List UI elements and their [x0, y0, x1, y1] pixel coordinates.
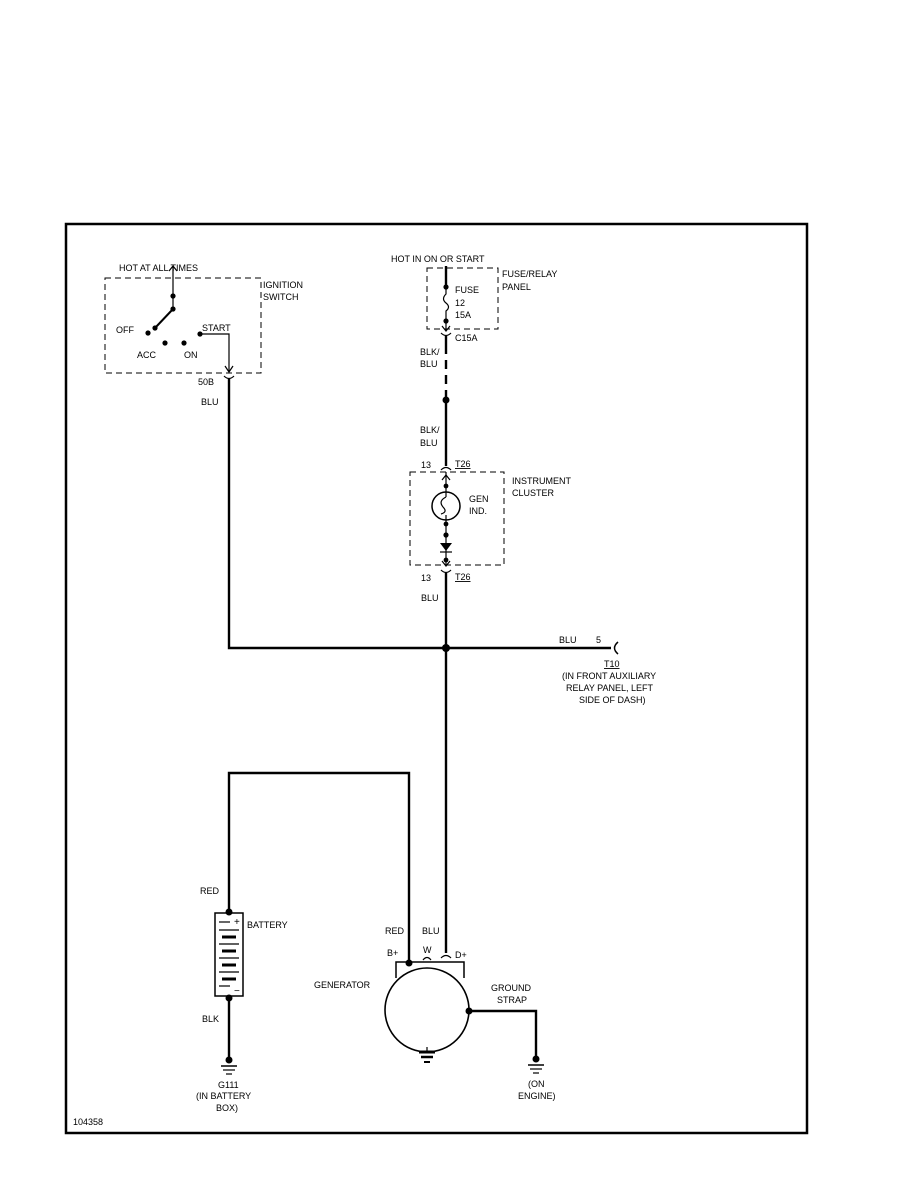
fuse-panel-name: FUSE/RELAY: [502, 269, 557, 279]
battery-ground-loc: (IN BATTERY: [196, 1091, 251, 1101]
ignition-terminal-50b: 50B: [198, 377, 214, 387]
generator-term-b: B+: [387, 948, 398, 958]
gen-indicator-label-2: IND.: [469, 506, 487, 516]
aux-location-2: RELAY PANEL, LEFT: [566, 683, 654, 693]
cluster-pin-in: 13: [421, 460, 431, 470]
battery: RED + − BATTERY BLK G111 (IN BATTERY BOX…: [196, 886, 288, 1113]
ignition-switch-box: [104, 277, 262, 374]
generator-wire-b: RED: [385, 926, 405, 936]
ground-strap-label-2: STRAP: [497, 995, 527, 1005]
engine-ground-loc-2: ENGINE): [518, 1091, 556, 1101]
cluster-wire-out-color: BLU: [421, 593, 439, 603]
wire-battery-to-generator: [227, 771, 411, 963]
generator-term-w: W: [423, 945, 432, 955]
aux-connector-t10: T10: [604, 659, 620, 669]
fuse-relay-panel: HOT IN ON OR START FUSE/RELAY PANEL FUSE…: [391, 254, 557, 369]
ignition-switch-name-2: SWITCH: [263, 292, 299, 302]
ignition-pos-off: OFF: [116, 325, 134, 335]
generator-name: GENERATOR: [314, 980, 371, 990]
gen-indicator-label: GEN: [469, 494, 489, 504]
ignition-hot-label: HOT AT ALL TIMES: [119, 263, 198, 273]
cluster-diode: [440, 543, 452, 551]
engine-ground-loc: (ON: [528, 1079, 545, 1089]
ground-strap-label: GROUND: [491, 983, 531, 993]
cluster-pin-out: 13: [421, 573, 431, 583]
ignition-switch-name: IGNITION: [263, 280, 303, 290]
fuse-hot-label: HOT IN ON OR START: [391, 254, 485, 264]
cluster-name-2: CLUSTER: [512, 488, 555, 498]
battery-wire-neg: BLK: [202, 1014, 219, 1024]
ignition-pos-on: ON: [184, 350, 198, 360]
battery-wire-pos: RED: [200, 886, 220, 896]
generator-term-d: D+: [455, 950, 467, 960]
battery-name: BATTERY: [247, 920, 288, 930]
cluster-connector-out: T26: [455, 572, 471, 582]
fuse-rating: 15A: [455, 310, 471, 320]
battery-minus: −: [234, 986, 240, 997]
battery-plus: +: [234, 917, 240, 928]
diagram-frame: [64, 222, 809, 1135]
aux-relay-connection: BLU 5 T10 (IN FRONT AUXILIARY RELAY PANE…: [446, 635, 656, 705]
instrument-cluster: 13 T26 INSTRUMENT CLUSTER GEN IND. 13 T2…: [409, 459, 571, 603]
aux-pin: 5: [596, 635, 601, 645]
ignition-pos-start: START: [202, 323, 231, 333]
cluster-wire-in-color-2: BLU: [420, 438, 438, 448]
generator-body: [384, 967, 470, 1053]
generator: RED BLU B+ W D+ GENERATOR GROUND STRAP (…: [314, 926, 556, 1101]
fuse-connector-c15a: C15A: [455, 333, 478, 343]
ground-strap-wire: [469, 1009, 538, 1058]
battery-ground-id: G111: [218, 1080, 239, 1090]
cluster-wire-in-color: BLK/: [420, 425, 440, 435]
ignition-wire-color: BLU: [201, 397, 219, 407]
ignition-switch: HOT AT ALL TIMES IGNITION SWITCH OFF ACC…: [104, 263, 303, 407]
fuse-panel-name-2: PANEL: [502, 282, 531, 292]
fuse-label: FUSE: [455, 285, 479, 295]
aux-wire-color: BLU: [559, 635, 577, 645]
cluster-box: [409, 471, 505, 566]
fuse-wire-color: BLK/: [420, 347, 440, 357]
generator-wire-d: BLU: [422, 926, 440, 936]
fuse-wire-color-2: BLU: [420, 359, 438, 369]
battery-ground-loc-2: BOX): [216, 1103, 238, 1113]
fuse-number: 12: [455, 298, 465, 308]
diagram-id: 104358: [73, 1117, 103, 1127]
fuse-symbol: [442, 287, 450, 321]
cluster-name: INSTRUMENT: [512, 476, 571, 486]
aux-location: (IN FRONT AUXILIARY: [562, 671, 656, 681]
fuse-panel-box: [426, 267, 499, 330]
ignition-pos-acc: ACC: [137, 350, 157, 360]
cluster-connector-in: T26: [455, 459, 471, 469]
aux-location-3: SIDE OF DASH): [579, 695, 646, 705]
wire-ignition-to-junction: [227, 378, 446, 650]
